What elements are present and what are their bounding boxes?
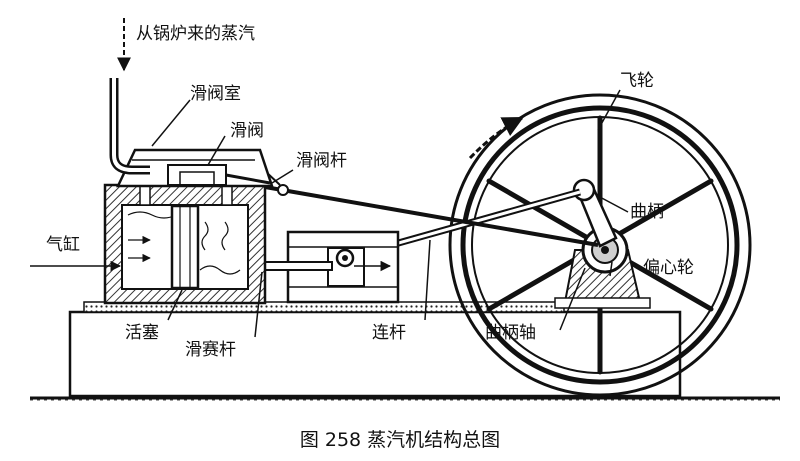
label-piston-rod: 滑赛杆 <box>185 339 236 360</box>
label-slide-valve: 滑阀 <box>230 121 264 141</box>
label-valve-rod: 滑阀杆 <box>296 151 347 171</box>
ground <box>30 396 780 401</box>
label-cylinder: 气缸 <box>46 234 80 255</box>
label-eccentric: 偏心轮 <box>643 258 694 278</box>
leader-lines <box>30 89 629 338</box>
label-flywheel: 飞轮 <box>620 71 654 91</box>
valve-chest <box>116 148 274 188</box>
label-valve-chest: 滑阀室 <box>190 84 241 104</box>
label-steam-source: 从锅炉来的蒸汽 <box>136 24 255 44</box>
label-connecting-rod: 连杆 <box>372 323 406 343</box>
label-crank: 曲柄 <box>630 202 664 222</box>
piston <box>170 204 200 290</box>
label-piston: 活塞 <box>125 323 159 343</box>
label-crankshaft: 曲柄轴 <box>485 323 536 343</box>
steam-pipe <box>109 18 150 175</box>
figure-caption: 图 258 蒸汽机结构总图 <box>300 429 500 451</box>
